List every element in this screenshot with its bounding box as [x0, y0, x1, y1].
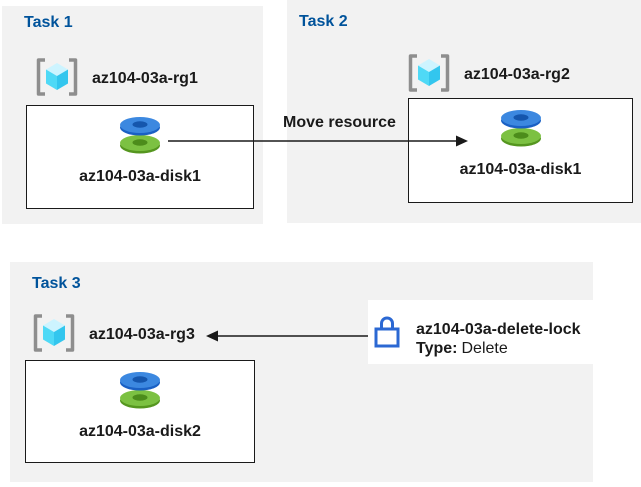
panel-task1: Task 1 az104-03a-rg1 [2, 6, 263, 224]
task3-resource-group: az104-03a-rg3 [31, 312, 195, 358]
lock-type-line: Type:Delete [416, 339, 581, 358]
task2-disk-label: az104-03a-disk1 [459, 161, 582, 178]
lock-type-value: Delete [461, 340, 508, 357]
resource-group-icon [34, 55, 80, 104]
task1-title: Task 1 [24, 14, 73, 31]
disk-icon [117, 369, 163, 416]
disk-icon [498, 107, 544, 154]
task3-title: Task 3 [32, 275, 81, 292]
lock-name-label: az104-03a-delete-lock [416, 321, 581, 338]
task2-resource-group: az104-03a-rg2 [406, 52, 570, 98]
task2-title: Task 2 [299, 13, 348, 30]
task3-resource-box: az104-03a-disk2 [25, 360, 255, 463]
panel-task2: Task 2 az104-03a-rg2 [287, 0, 641, 223]
lock-text: az104-03a-delete-lock Type:Delete [416, 300, 581, 358]
task1-resource-group: az104-03a-rg1 [34, 56, 198, 102]
resource-group-icon [406, 51, 452, 100]
disk-icon [117, 114, 163, 161]
task1-rg-label: az104-03a-rg1 [92, 70, 198, 87]
panel-task3: Task 3 az104-03a-rg3 [10, 262, 593, 482]
task1-disk-label: az104-03a-disk1 [79, 168, 201, 185]
lock-type-label: Type: [416, 340, 458, 357]
task1-resource-box: az104-03a-disk1 [26, 105, 254, 209]
lock-annotation: az104-03a-delete-lock Type:Delete [368, 300, 608, 364]
task3-disk-label: az104-03a-disk2 [79, 423, 201, 440]
task2-rg-label: az104-03a-rg2 [464, 66, 570, 83]
task2-resource-box: az104-03a-disk1 [408, 98, 633, 203]
resource-group-icon [31, 311, 77, 360]
task3-rg-label: az104-03a-rg3 [89, 326, 195, 343]
move-resource-label: Move resource [283, 114, 396, 131]
lock-icon [368, 308, 406, 354]
